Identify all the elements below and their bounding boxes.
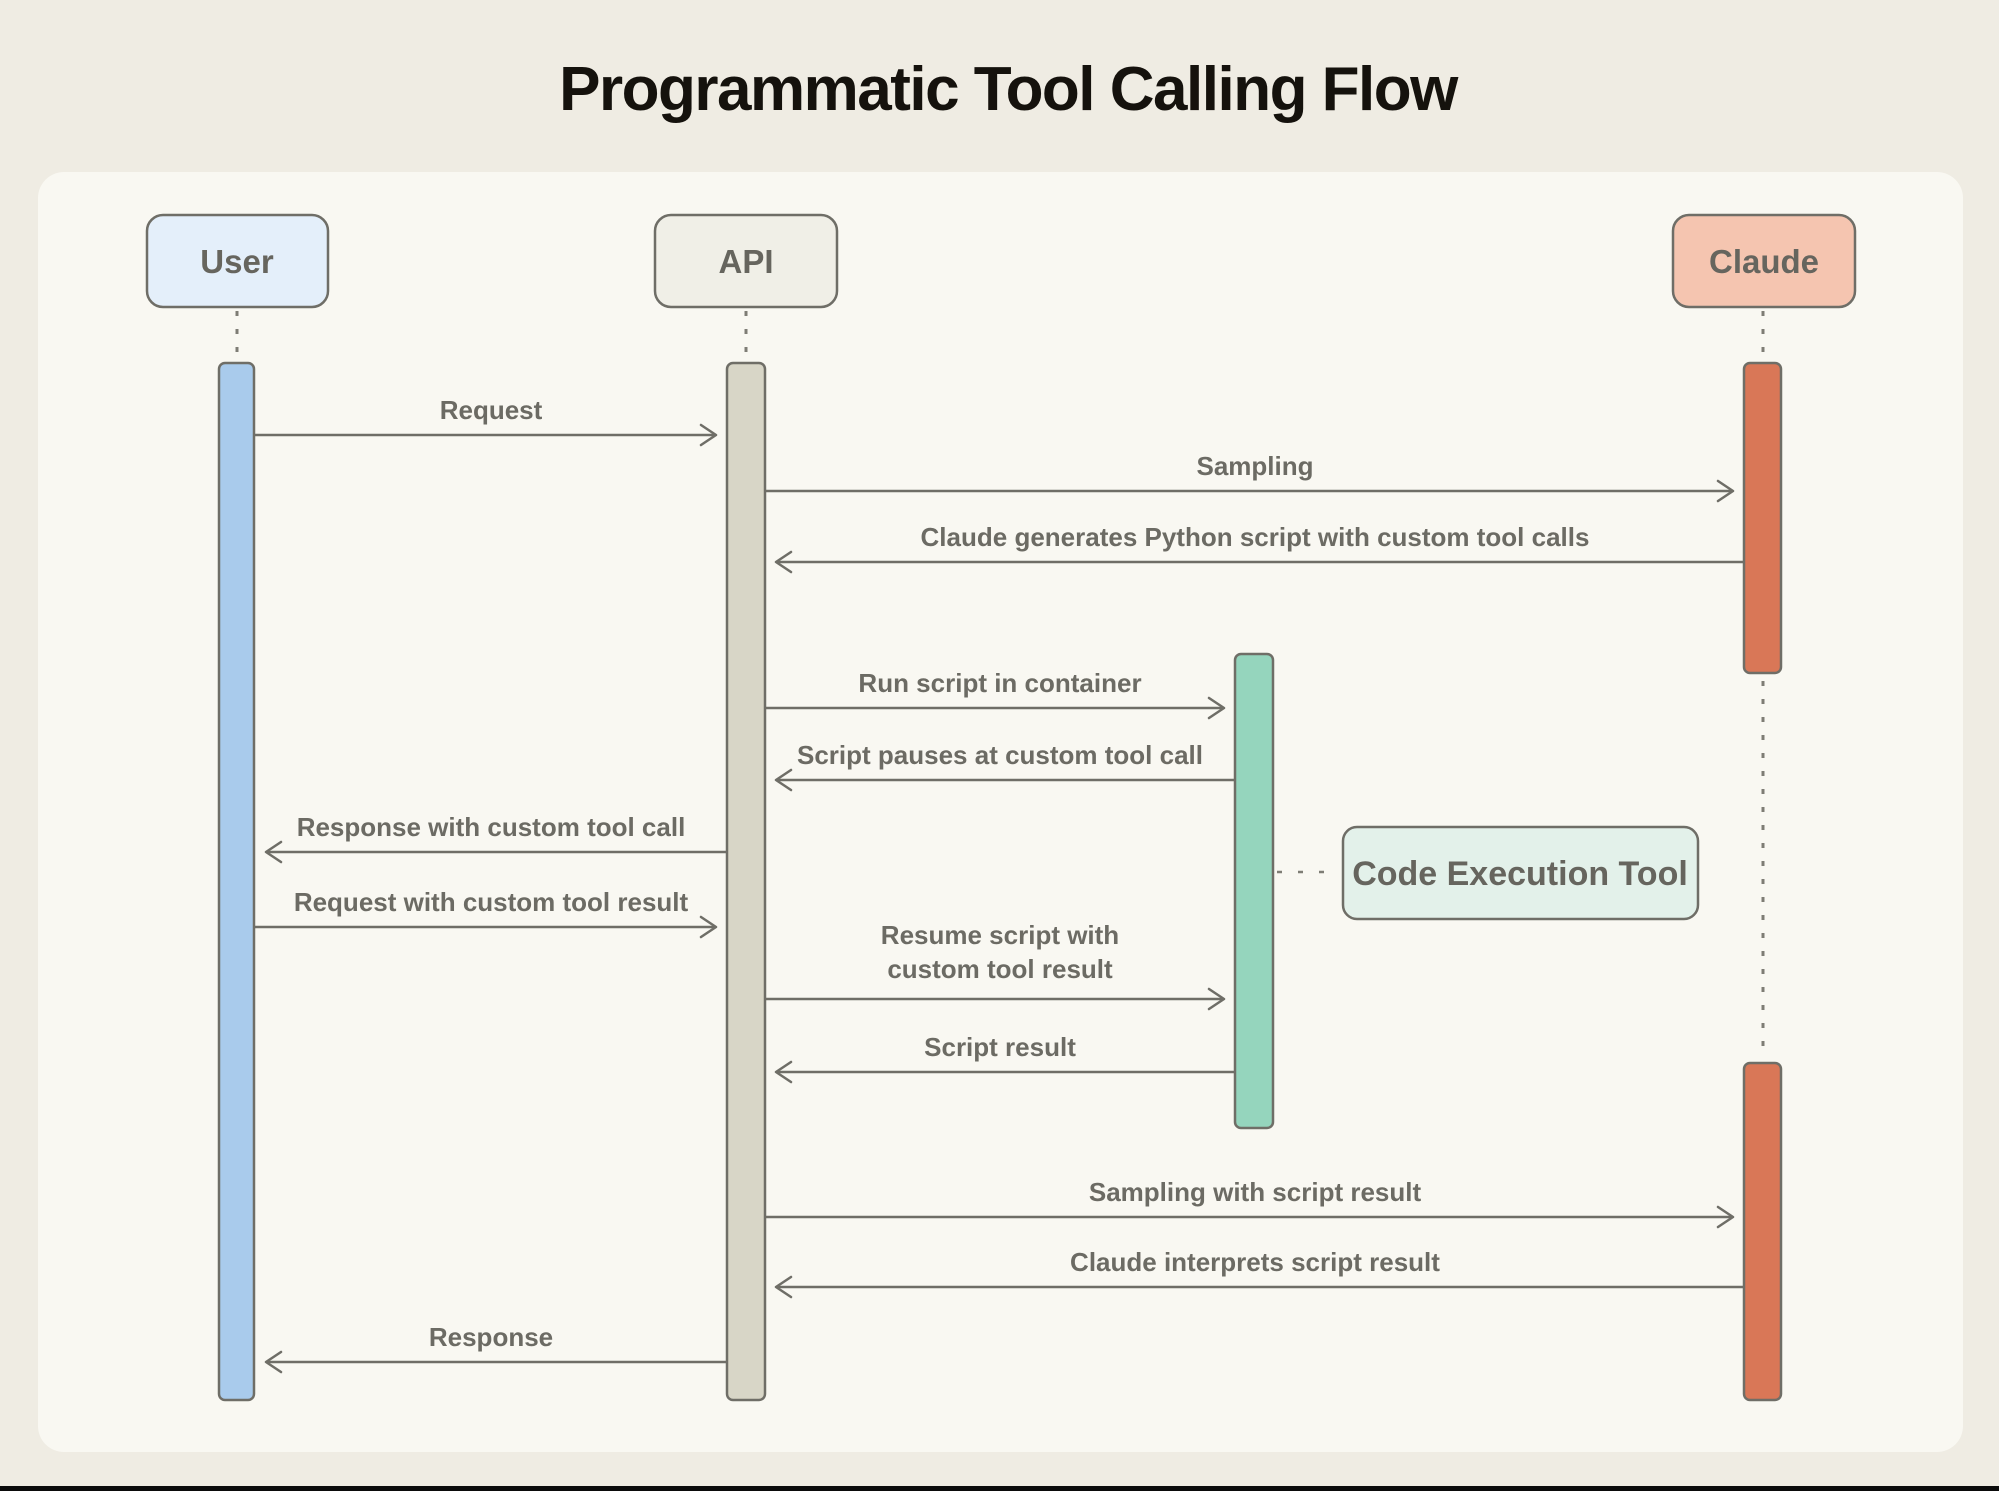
message-response-tool-call-label: Response with custom tool call [297, 812, 686, 842]
bottom-strip [0, 1486, 1999, 1491]
code-execution-tool-label: Code Execution Tool [1352, 855, 1688, 893]
message-response-label: Response [429, 1322, 553, 1352]
diagram-title: Programmatic Tool Calling Flow [559, 55, 1459, 124]
actor-api-label: API [718, 243, 773, 280]
message-script-pauses-label: Script pauses at custom tool call [797, 740, 1203, 770]
activation-claude-2 [1742, 1061, 1783, 1402]
message-sampling-script-result-label: Sampling with script result [1089, 1177, 1422, 1207]
message-request-label: Request [440, 395, 543, 425]
message-resume-script-label-line2: custom tool result [887, 954, 1113, 984]
message-run-script-label: Run script in container [858, 668, 1141, 698]
activation-user [217, 361, 256, 1402]
activation-api [725, 361, 767, 1402]
message-sampling-label: Sampling [1196, 451, 1313, 481]
actor-user-label: User [200, 243, 274, 280]
actor-claude-label: Claude [1709, 243, 1819, 280]
message-generates-script-label: Claude generates Python script with cust… [921, 522, 1590, 552]
activation-code-execution [1233, 652, 1275, 1130]
message-resume-script-label-line1: Resume script with [881, 920, 1119, 950]
actor-user-box [145, 213, 330, 309]
actor-api-box [653, 213, 839, 309]
code-execution-tool-box [1341, 825, 1700, 921]
activation-claude-1 [1742, 361, 1783, 675]
message-script-result-label: Script result [924, 1032, 1076, 1062]
actor-claude-box [1671, 213, 1857, 309]
message-interprets-result-label: Claude interprets script result [1070, 1247, 1440, 1277]
message-request-tool-result-label: Request with custom tool result [294, 887, 689, 917]
